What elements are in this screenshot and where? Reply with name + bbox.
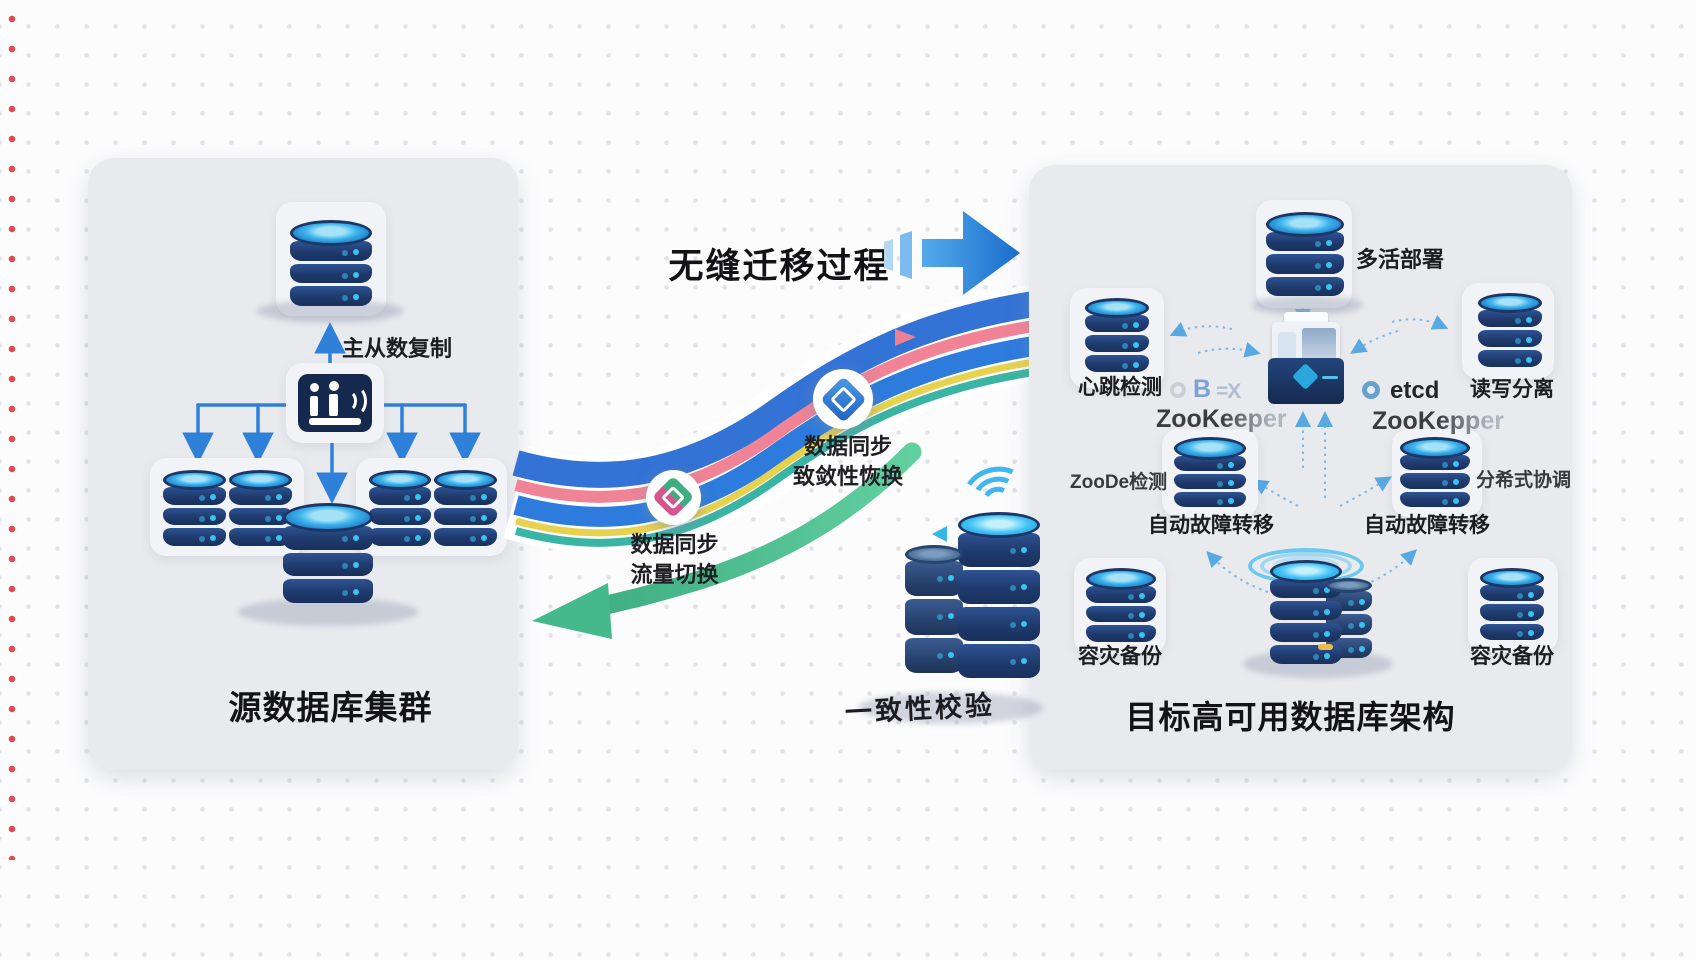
data-sync-badge-top [813,369,873,429]
sync-diamond-icon [819,375,867,423]
switch-diamond-icon [652,476,695,519]
top-badge-line1: 数据同步 [803,434,892,459]
replication-label: 主从数复制 [342,336,453,361]
master-database-icon [290,220,372,307]
replica-database-icon [369,470,431,547]
bottom-badge-line1: 数据同步 [630,532,719,557]
top-badge-caption: 数据同步 致敛性恢换 [763,432,933,492]
backup-left-database-icon [1086,568,1156,643]
source-panel-title: 源数据库集群 [228,689,433,726]
logo-x: =X [1216,380,1241,403]
backup-right-database-icon [1480,568,1544,640]
bottom-badge-caption: 数据同步 流量切换 [592,530,757,590]
zoode-detection-label: ZooDe检测 [1070,472,1168,493]
cluster-yellow-indicator [1318,644,1333,650]
standby-database-icon [283,503,373,604]
multi-active-database-icon [1266,212,1344,296]
multi-active-label: 多活部署 [1356,247,1445,272]
consistency-cluster-shadow [858,692,1043,724]
migration-heading: 无缝迁移过程 [668,247,891,286]
machine-screen-icon [1302,328,1336,360]
failover-right-label: 自动故障转移 [1364,514,1490,537]
distributor-head-icon [310,383,319,392]
multi-active-db-shadow [1252,296,1364,314]
red-dot-strip [4,4,20,860]
etcd-label: etcd [1390,377,1440,404]
consistency-front-database-icon [958,512,1040,678]
failover-left-label: 自动故障转移 [1148,514,1274,537]
read-write-label: 读写分离 [1470,378,1554,401]
pink-arrow-tip [895,329,916,346]
master-db-shadow [256,300,404,322]
failover-left-database-icon [1174,437,1246,507]
coordinator-machine-icon [1266,310,1346,406]
zookeeper-right-label: ZooKepper [1372,406,1504,437]
read-write-database-icon [1478,293,1542,367]
heartbeat-label: 心跳检测 [1078,376,1162,399]
replica-database-icon [229,470,292,547]
core-cluster-database-icon [1270,560,1342,664]
replica-database-icon [434,470,497,547]
backup-right-label: 容灾备份 [1470,645,1554,668]
logo-b: B [1193,375,1212,403]
target-panel-title: 目标高可用数据库架构 [1125,699,1456,735]
coordination-label: 分希式协调 [1476,470,1572,491]
replica-database-icon [163,470,226,547]
zookeeper-left-label: ZooKeeper [1156,404,1287,435]
etcd-ring-icon [1362,381,1380,399]
consistency-back-database-icon [905,545,963,673]
distributor-head-icon [329,381,339,391]
failover-right-database-icon [1400,437,1470,507]
consistency-label: 一致性校验 [844,690,996,728]
faded-circle-logo-icon [1170,382,1186,398]
backup-left-label: 容灾备份 [1078,645,1162,668]
top-badge-line2: 致敛性恢换 [792,464,903,489]
heartbeat-database-icon [1085,298,1149,372]
sync-arrow-tip-icon [932,526,947,542]
replication-distributor-icon [298,374,372,432]
bottom-badge-line2: 流量切换 [630,562,719,587]
traffic-switch-badge-bottom [646,470,701,525]
